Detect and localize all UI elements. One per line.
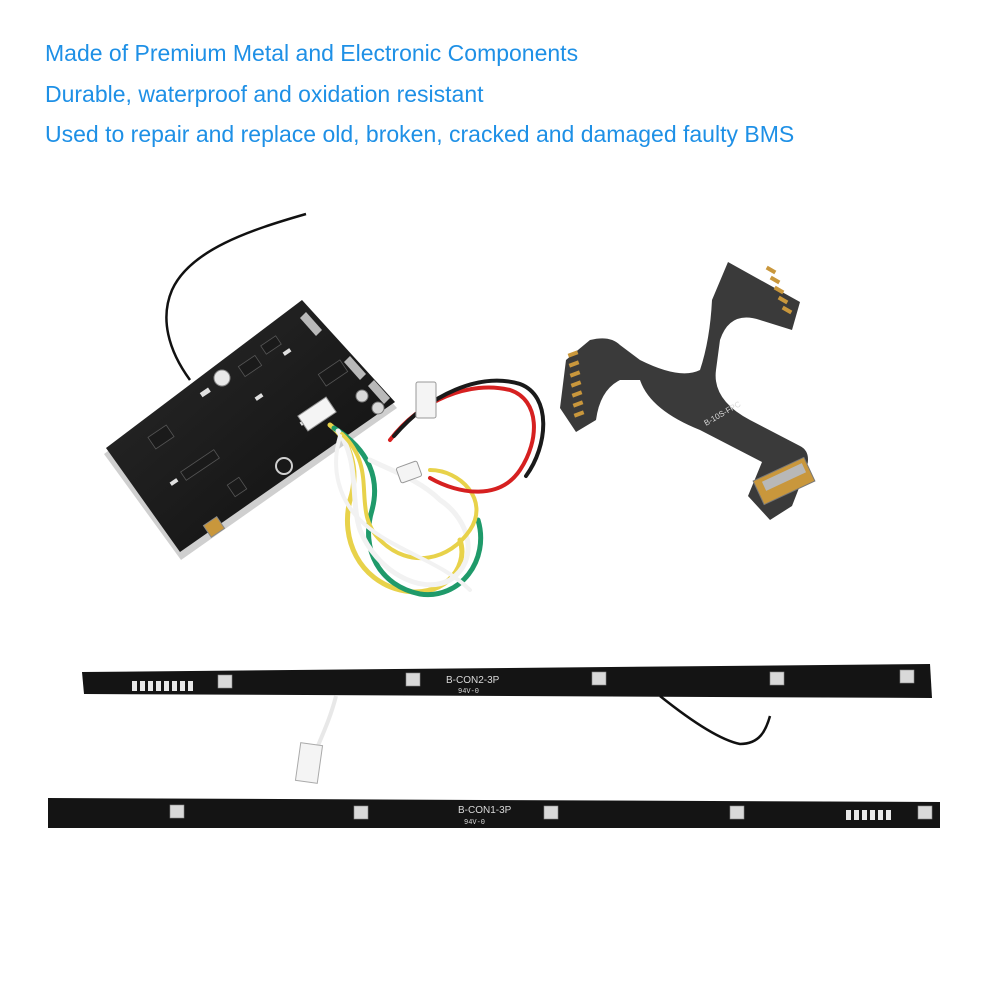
strip-lower-pin-header	[846, 810, 891, 820]
white-plug-top	[415, 381, 437, 419]
headline-line-1: Made of Premium Metal and Electronic Com…	[45, 40, 579, 66]
strip-upper: B-CON2-3P 94V-0	[82, 664, 932, 698]
headline-line-2: Durable, waterproof and oxidation resist…	[45, 81, 484, 107]
strip-upper-label: B-CON2-3P	[446, 675, 500, 686]
bms-board	[104, 212, 397, 560]
strip-sensor-cables	[294, 695, 772, 784]
strip-lower: B-CON1-3P 94V-0	[48, 798, 940, 828]
flex-cable: B-10S-FPC	[560, 262, 816, 520]
strip-upper-pin-header	[132, 681, 193, 691]
strip-upper-sublabel: 94V-0	[458, 688, 479, 696]
headline-line-3: Used to repair and replace old, broken, …	[45, 121, 795, 147]
strip-lower-label: B-CON1-3P	[458, 805, 512, 816]
strip-lower-sublabel: 94V-0	[464, 819, 485, 827]
white-plug-middle	[395, 460, 423, 484]
antenna-wire	[165, 212, 307, 381]
